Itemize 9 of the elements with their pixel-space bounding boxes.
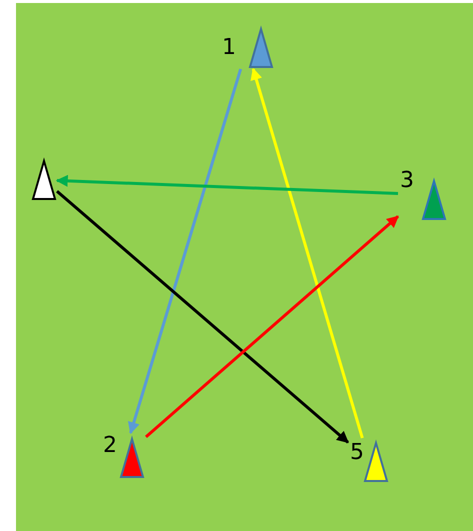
cone-number: 5	[350, 441, 364, 465]
cone-number: 2	[103, 434, 117, 458]
cone-number: 3	[400, 169, 414, 193]
arrow	[250, 68, 364, 438]
arrow	[56, 190, 349, 444]
arrow	[56, 174, 398, 196]
arrow	[145, 215, 399, 438]
arrow	[128, 68, 242, 434]
cone-number: 1	[222, 36, 236, 60]
